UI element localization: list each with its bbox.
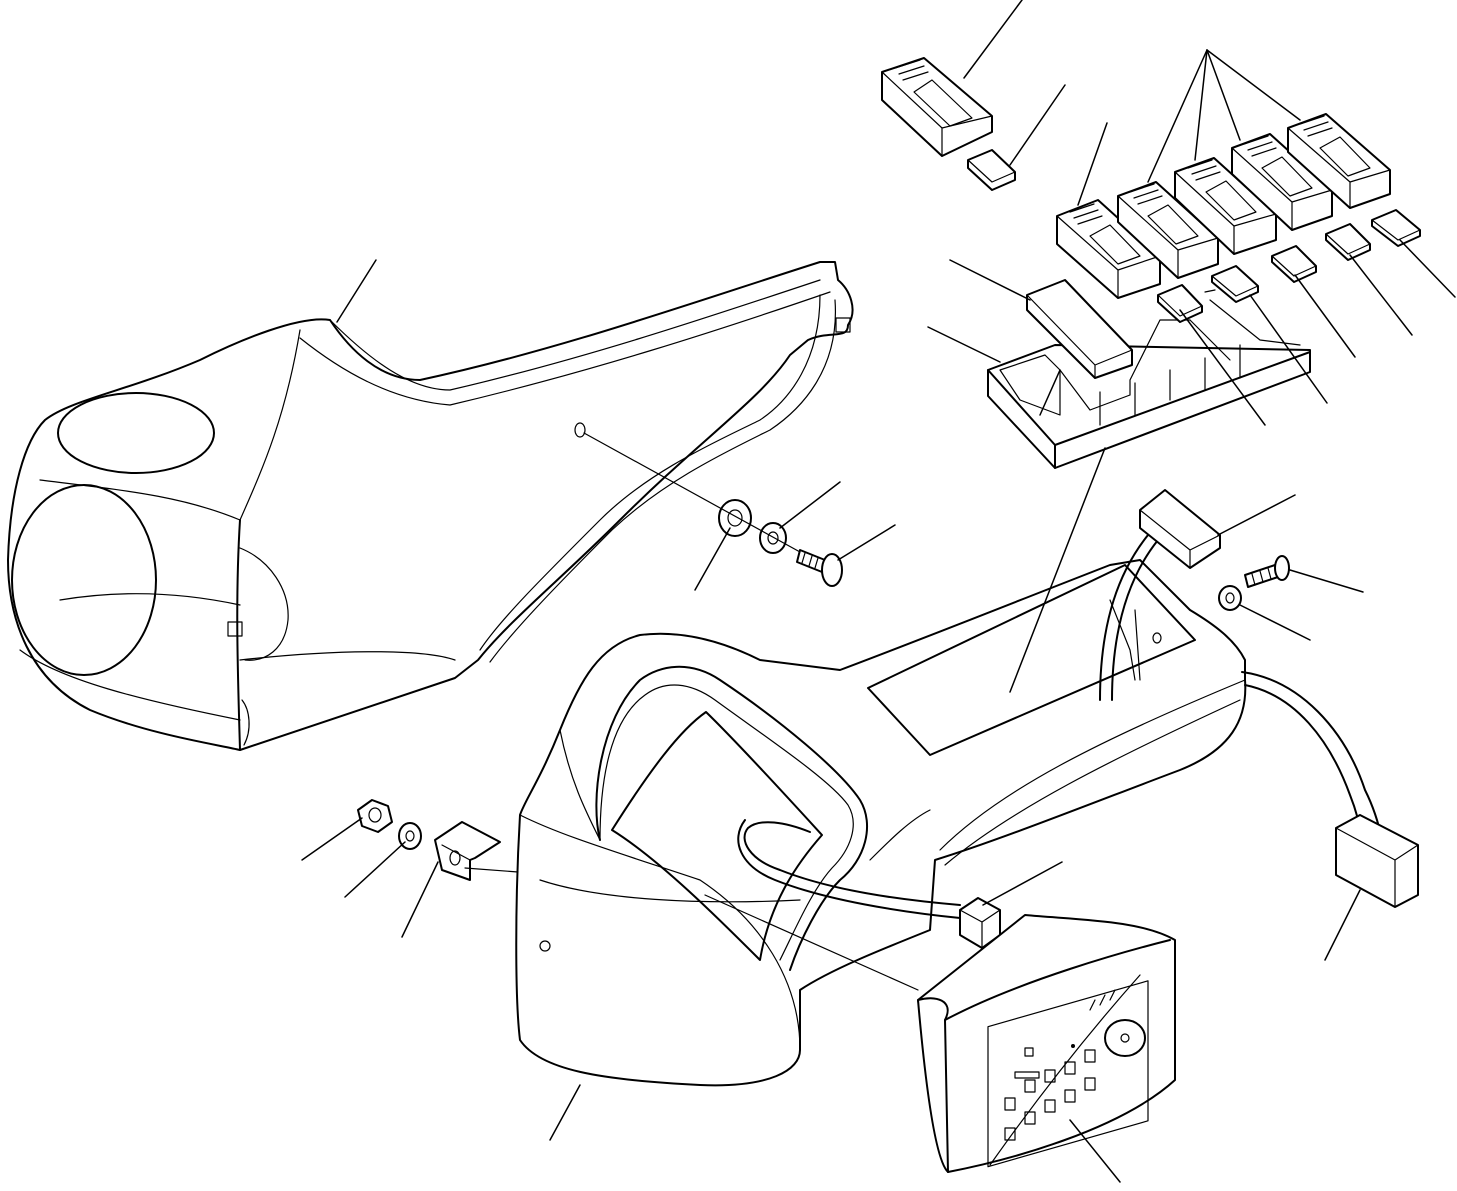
- switch-blank-plate: [968, 150, 1015, 190]
- screw-hole: [1153, 633, 1161, 643]
- washer: [719, 500, 751, 536]
- upper-steering-column-cover: [8, 262, 853, 750]
- mounting-hole: [228, 622, 242, 636]
- lower-steering-column-cover: [516, 560, 1245, 1085]
- mounting-hole: [836, 318, 850, 332]
- switch-panel-frame: [988, 300, 1310, 468]
- instrument-panel: [918, 915, 1175, 1172]
- column-opening: [12, 485, 156, 675]
- rocker-switch: [1175, 158, 1276, 254]
- upper-opening: [58, 393, 214, 473]
- leader-lines: [302, 0, 1455, 1182]
- connector: [1140, 490, 1220, 568]
- switch-blank-plate: [1158, 285, 1202, 322]
- screw-hole: [540, 941, 550, 951]
- washer: [1219, 586, 1241, 610]
- switch-blank-plate: [1372, 210, 1420, 246]
- switch-blank-plate: [1212, 266, 1258, 302]
- rocker-switch: [882, 58, 992, 156]
- rocker-switch: [1057, 200, 1160, 298]
- nut: [358, 800, 392, 832]
- rocker-switch: [1232, 134, 1332, 230]
- indicator-lights: [1005, 1050, 1095, 1140]
- connector: [1336, 815, 1418, 907]
- bracket: [435, 822, 500, 880]
- screw: [1245, 556, 1289, 587]
- washer: [760, 523, 786, 553]
- switch-blank-plate: [1272, 246, 1316, 282]
- screw-hole: [575, 423, 585, 437]
- screw: [797, 550, 842, 586]
- switch-blank-plate: [1326, 224, 1370, 260]
- switch-blank-plate: [1027, 280, 1132, 378]
- gauge-dial: [1105, 1020, 1145, 1056]
- rocker-switch: [1118, 182, 1218, 278]
- rocker-switch: [1288, 114, 1390, 208]
